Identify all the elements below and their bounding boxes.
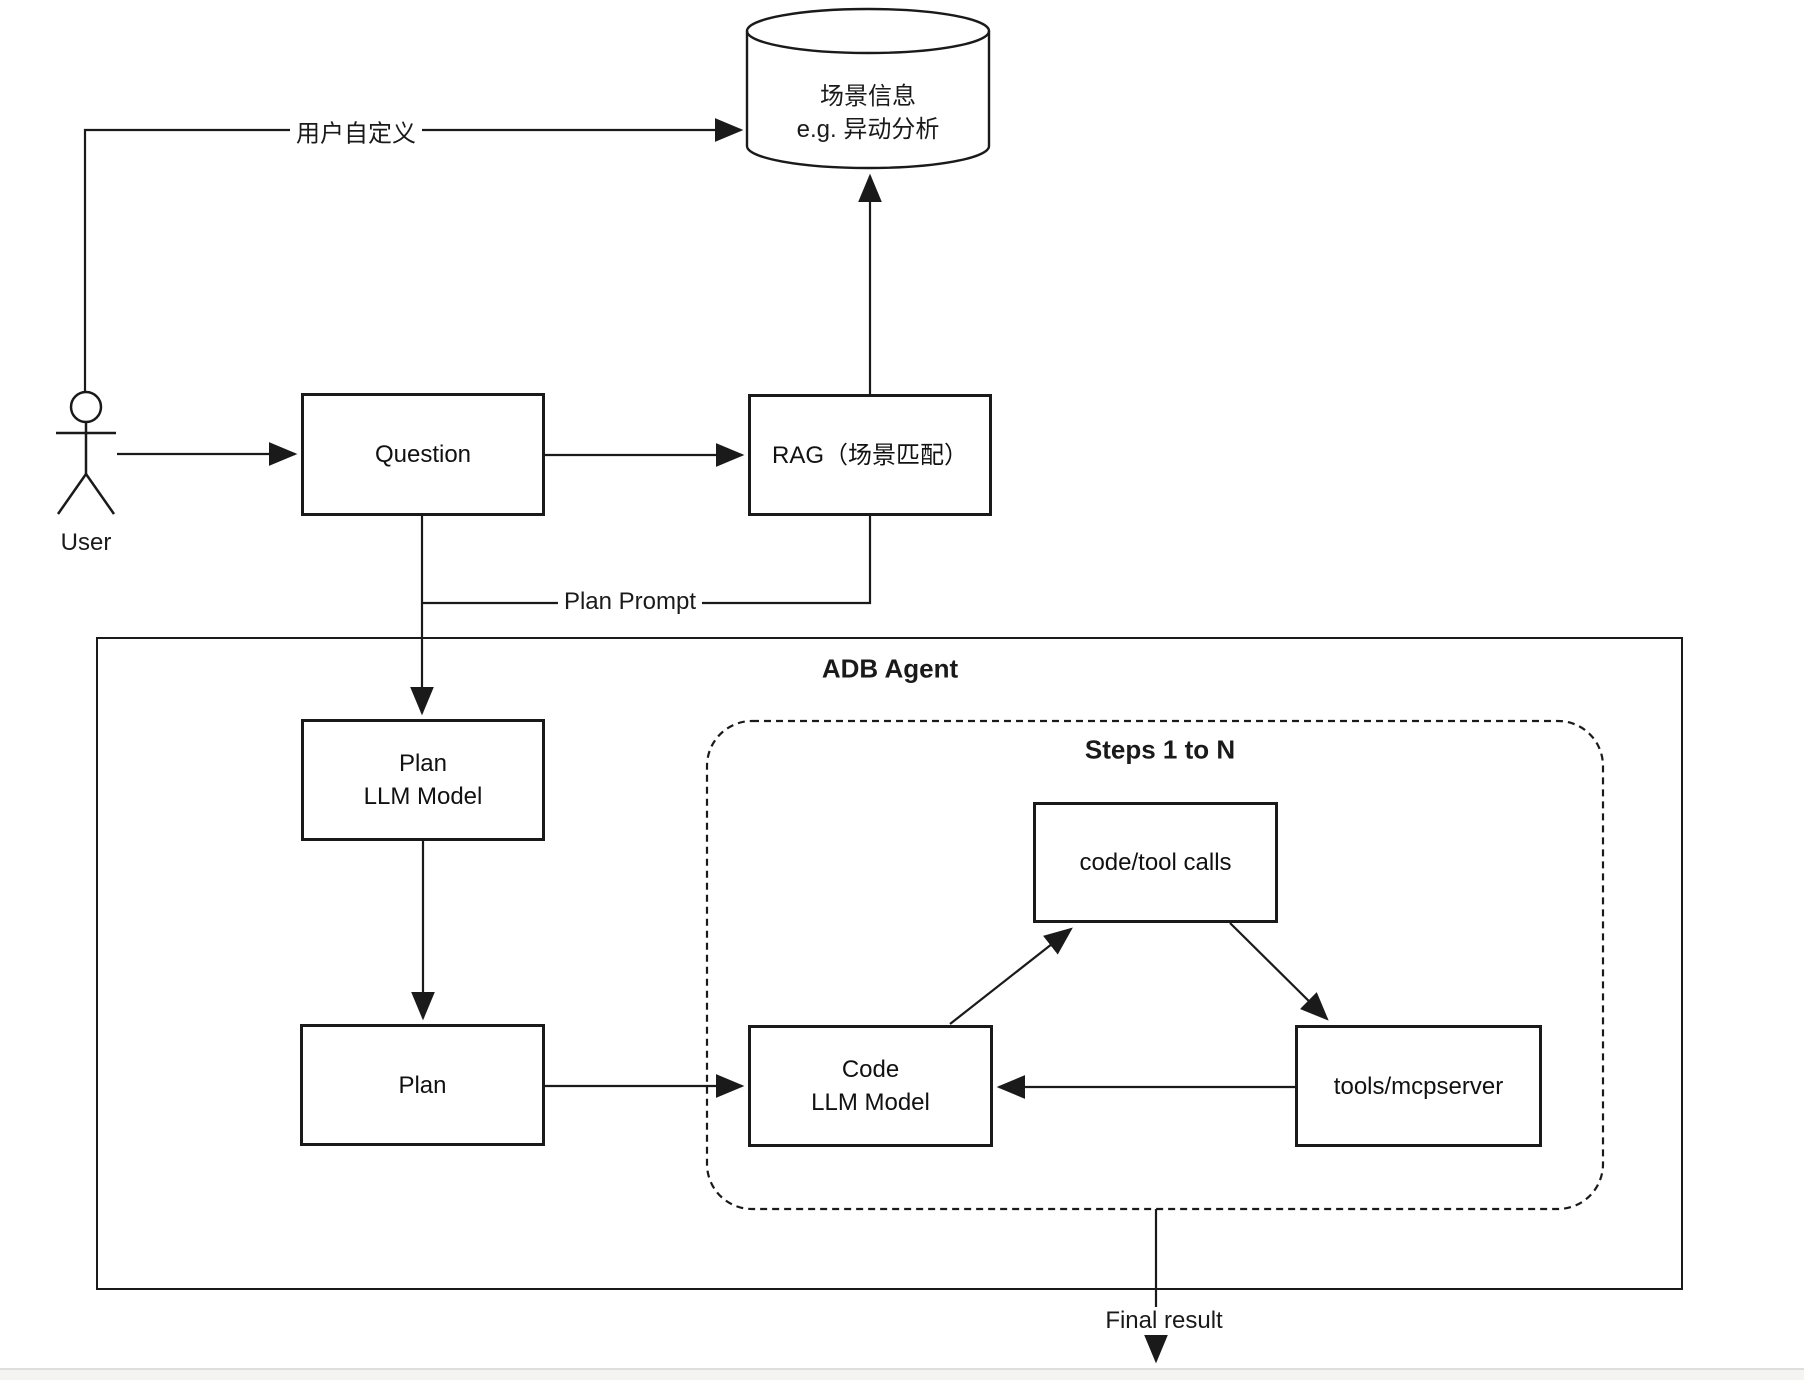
bottom-ui-bar xyxy=(0,1368,1804,1380)
node-rag-label: RAG（场景匹配） xyxy=(771,441,968,469)
database-label-line1: 场景信息 xyxy=(820,83,916,110)
user-actor-icon[interactable] xyxy=(56,390,116,515)
node-plan-llm-model[interactable]: Plan LLM Model xyxy=(301,719,545,841)
node-code-llm-line1: Code xyxy=(841,1056,900,1083)
edge-label-final-result[interactable]: Final result xyxy=(1099,1307,1229,1335)
node-plan[interactable]: Plan xyxy=(300,1024,545,1146)
adb-agent-container[interactable] xyxy=(96,637,1683,1290)
database-cylinder-shape[interactable] xyxy=(745,7,991,170)
edge-code-tool-calls-to-tools xyxy=(1229,922,1329,1021)
node-plan-llm-line1: Plan xyxy=(398,750,448,777)
node-tools-mcpserver-label: tools/mcpserver xyxy=(1333,1072,1504,1100)
node-question-label: Question xyxy=(374,441,472,468)
node-code-llm-line2: LLM Model xyxy=(811,1089,930,1116)
node-plan-label: Plan xyxy=(398,1071,447,1099)
edge-user-custom-to-database xyxy=(83,118,744,392)
database-label: 场景信息 e.g. 异动分析 xyxy=(748,80,988,146)
edge-label-user-custom[interactable]: 用户自定义 xyxy=(290,113,422,149)
steps-group-title: Steps 1 to N xyxy=(1084,734,1236,765)
database-label-line2: e.g. 异动分析 xyxy=(796,116,940,143)
user-label: User xyxy=(60,529,112,556)
node-code-tool-calls-label: code/tool calls xyxy=(1079,849,1232,876)
edge-label-plan-prompt[interactable]: Plan Prompt xyxy=(557,588,703,616)
node-code-llm-model[interactable]: Code LLM Model xyxy=(748,1025,993,1147)
node-tools-mcpserver[interactable]: tools/mcpserver xyxy=(1295,1025,1542,1147)
node-plan-llm-line2: LLM Model xyxy=(363,783,483,810)
node-rag[interactable]: RAG（场景匹配） xyxy=(748,394,992,516)
node-question[interactable]: Question xyxy=(301,393,545,516)
steps-group-boundary[interactable] xyxy=(705,719,1605,1211)
edge-code-llm-to-code-tool-calls xyxy=(949,927,1073,1025)
node-code-tool-calls[interactable]: code/tool calls xyxy=(1033,802,1278,923)
adb-agent-title: ADB Agent xyxy=(821,653,959,684)
